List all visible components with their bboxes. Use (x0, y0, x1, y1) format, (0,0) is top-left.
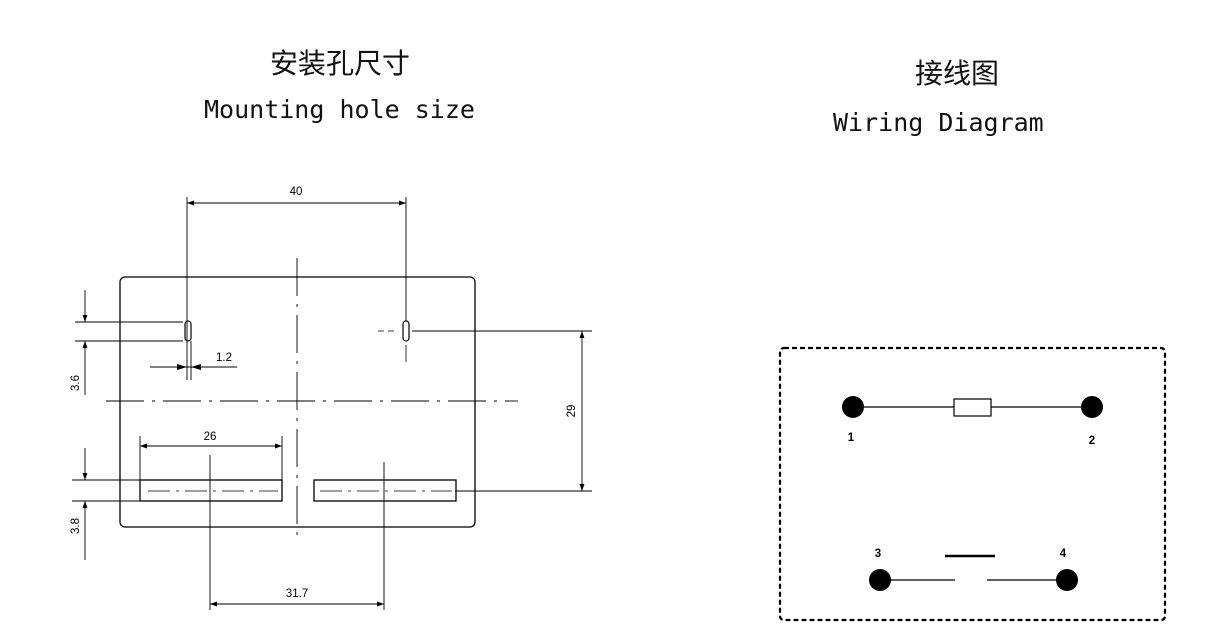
arrow-1-2-left (177, 364, 187, 370)
pin-label-4: 4 (1060, 548, 1067, 560)
left-slot-hole (184, 320, 192, 342)
dim-label-26: 26 (204, 431, 217, 443)
dim-label-29: 29 (566, 405, 578, 418)
pin-2-terminal (1081, 396, 1103, 418)
wiring-title-zh: 接线图 (915, 57, 1000, 90)
pin-label-3: 3 (875, 548, 881, 560)
pin-1-terminal (842, 396, 864, 418)
arrow-1-2-right (191, 364, 201, 370)
plate-outline (119, 276, 476, 528)
dim-label-3-8: 3.8 (70, 518, 82, 534)
pin-label-1: 1 (848, 432, 855, 444)
dim-label-3-6: 3.6 (70, 375, 82, 391)
wiring-drawing (778, 346, 1167, 622)
dim-label-31-7: 31.7 (286, 588, 308, 600)
pin-4-terminal (1056, 569, 1078, 591)
right-slot-hole (402, 320, 410, 342)
mounting-title-en: Mounting hole size (204, 95, 475, 124)
dim-label-40: 40 (290, 186, 303, 198)
dim-label-1-2: 1.2 (216, 352, 232, 364)
pin-3-terminal (869, 569, 891, 591)
bottom-right-slot (313, 479, 457, 502)
mounting-title-zh: 安装孔尺寸 (270, 47, 411, 80)
mounting-drawing (72, 197, 592, 610)
pin-label-2: 2 (1089, 435, 1095, 447)
coil-resistor (953, 398, 992, 417)
bottom-left-slot (139, 479, 283, 502)
wiring-frame (778, 346, 1167, 622)
wiring-title-en: Wiring Diagram (833, 108, 1044, 137)
